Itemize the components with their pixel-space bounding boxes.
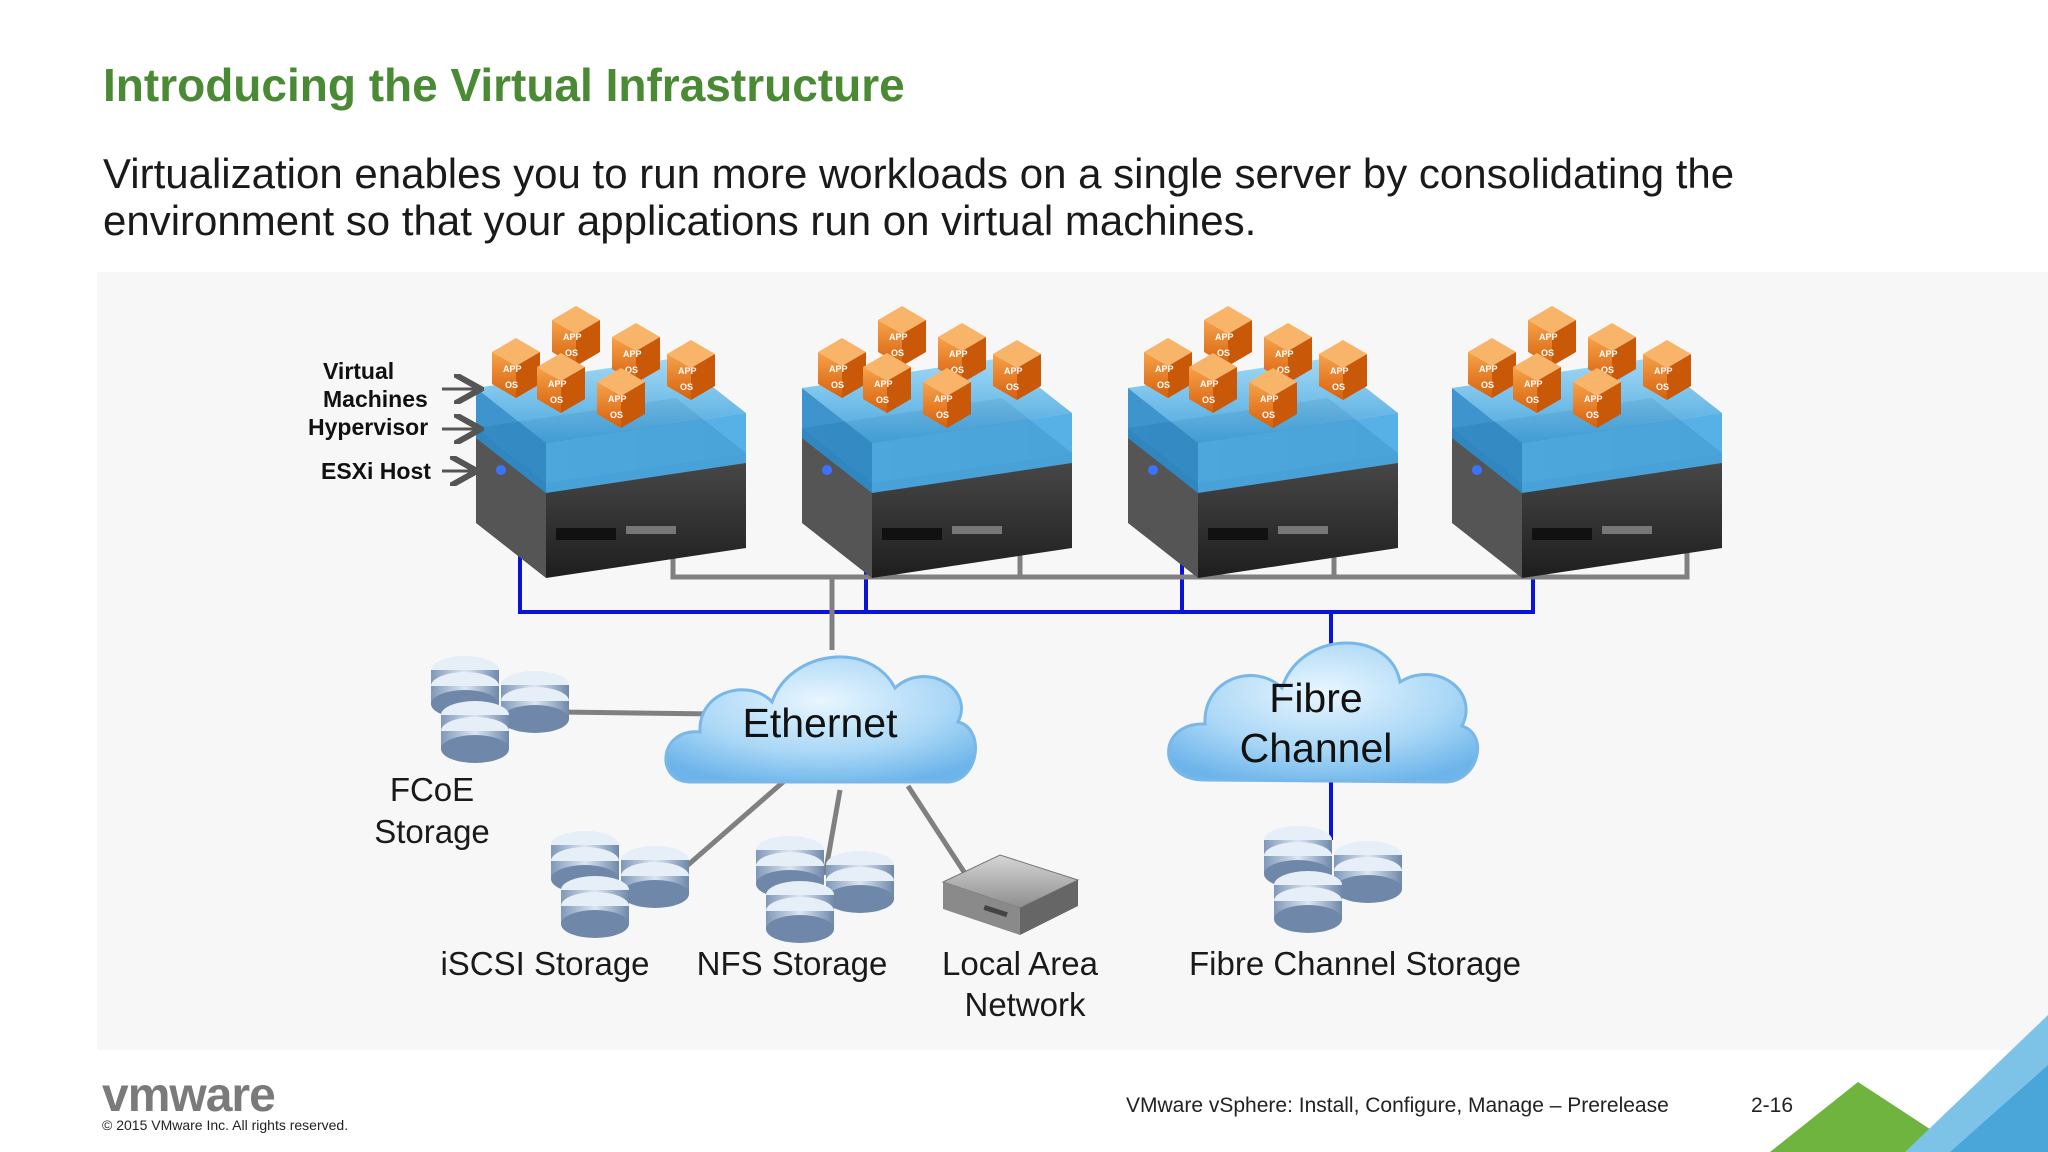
fibre-channel-storage-label: Fibre Channel Storage [1189,945,1521,982]
iscsi-storage-label: iSCSI Storage [440,945,649,982]
esxi-host-label: ESXi Host [321,458,431,484]
fibre-channel-storage-icon [1264,826,1402,933]
ethernet-cloud: Ethernet [664,655,977,784]
page-number: 2-16 [1751,1094,1794,1117]
fcoe-storage-label-line1: FCoE [390,771,474,808]
virtual-machines-label-line1: Virtual [323,358,394,384]
nfs-storage-icon [756,836,894,943]
slide-title: Introducing the Virtual Infrastructure [103,59,905,111]
copyright-text: © 2015 VMware Inc. All rights reserved. [102,1117,349,1133]
fcoe-storage-icon [431,656,569,763]
lan-label-line2: Network [964,986,1086,1023]
ethernet-cloud-label: Ethernet [743,700,899,746]
corner-decoration [1770,1015,2048,1152]
vmware-logo: vmware [102,1069,276,1122]
course-title: VMware vSphere: Install, Configure, Mana… [1126,1094,1669,1117]
fibre-cloud-label-line2: Channel [1240,725,1393,771]
hypervisor-label: Hypervisor [308,414,428,440]
nfs-storage-label: NFS Storage [697,945,888,982]
fibre-cloud-label-line1: Fibre [1269,675,1362,721]
iscsi-storage-icon [551,831,689,938]
virtual-machines-label-line2: Machines [323,386,428,412]
lan-label-line1: Local Area [942,945,1099,982]
esxi-host-4 [1452,306,1722,578]
esxi-host-2 [802,306,1072,578]
esxi-host-1 [476,306,746,578]
diagram-background [97,272,2048,1050]
slide-body: Virtualization enables you to run more w… [103,150,1735,244]
fibre-channel-cloud: Fibre Channel [1167,641,1480,784]
callout-arrows [442,389,478,471]
fcoe-storage-label-line2: Storage [374,813,490,850]
esxi-host-3 [1128,306,1398,578]
lan-switch-icon [941,854,1080,935]
